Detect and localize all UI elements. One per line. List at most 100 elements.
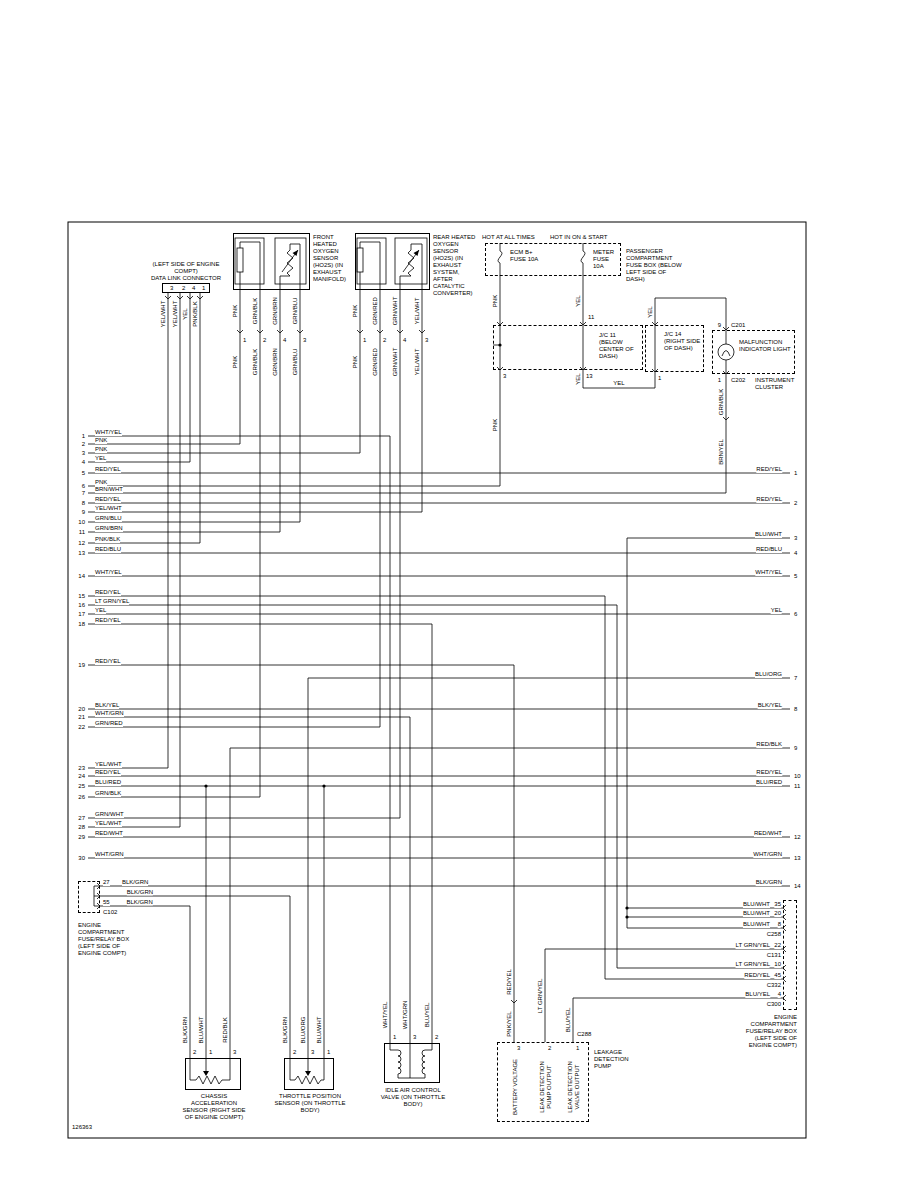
leak-pump: BATTERY VOLTAGELEAK DETECTION PUMP OUTPU… xyxy=(497,1042,589,1122)
wire-connector xyxy=(583,370,655,388)
pin-number: 4 xyxy=(794,550,797,557)
wire-color: RED/YEL xyxy=(744,972,770,979)
pin-number: 1 xyxy=(718,377,721,384)
component-label: CHASSIS ACCELERATION SENSOR (RIGHT SIDE … xyxy=(178,1093,250,1121)
extra-wires xyxy=(100,538,790,1058)
wire-color: GRN/BLK xyxy=(95,790,121,797)
pin-number: 24 xyxy=(78,773,85,780)
wire-color: WHT/GRN xyxy=(402,1001,409,1030)
wire-color: RED/BLK xyxy=(756,741,782,748)
pin-number: 28 xyxy=(78,824,85,831)
splice-dot xyxy=(322,784,325,787)
pin-number: 5 xyxy=(82,470,85,477)
component-label: IDLE AIR CONTROL VALVE (ON THROTTLE BODY… xyxy=(379,1087,447,1108)
pin-number: 1 xyxy=(243,337,246,344)
wire-color: YEL/WHT xyxy=(95,505,122,512)
pin-number: 17 xyxy=(78,611,85,618)
wiring-group xyxy=(68,222,806,1138)
connector-id: C102 xyxy=(103,909,117,916)
pin-number: 14 xyxy=(794,883,801,890)
wire-color: GRN/BLK xyxy=(718,389,725,415)
diagram-frame xyxy=(68,222,806,1138)
wire-color: PNK xyxy=(95,479,107,486)
wire-connector xyxy=(500,276,501,325)
wire-connector xyxy=(100,896,290,1058)
component-label: THROTTLE POSITION SENSOR (ON THROTTLE BO… xyxy=(273,1093,347,1114)
wire-color: GRN/RED xyxy=(95,720,123,727)
wire-color: PNK xyxy=(232,305,239,317)
wire-color: LT GRN/YEL xyxy=(95,598,129,605)
wire-color: LT GRN/YEL xyxy=(537,978,544,1012)
connector-id: C201 xyxy=(731,322,745,329)
pin-number: 12 xyxy=(78,540,85,547)
wire-color: GRN/BLK xyxy=(252,298,259,324)
pin-number: 35 xyxy=(774,901,781,908)
wire-color: RED/YEL xyxy=(95,658,121,665)
wire-color: BLU/YEL xyxy=(424,1003,431,1028)
pin-number: 2 xyxy=(193,1049,196,1056)
wire-color: PNK xyxy=(352,305,359,317)
pin-number: 12 xyxy=(794,834,801,841)
pin-number: 3 xyxy=(303,337,306,344)
pin-number: 2 xyxy=(182,285,185,292)
wire-color: BLK/GRN xyxy=(282,1017,289,1043)
pin-number: 3 xyxy=(170,285,173,292)
pin-number: 7 xyxy=(794,675,797,682)
wire-color: BLU/WHT xyxy=(743,910,770,917)
connector-id: C288 xyxy=(577,1031,591,1038)
wire-color: BLK/GRN xyxy=(182,1017,189,1043)
wire-color: RED/YEL xyxy=(756,769,782,776)
wire-color: LT GRN/YEL xyxy=(736,942,770,949)
component-label: METER FUSE 10A xyxy=(593,249,619,270)
wire-color: RED/YEL xyxy=(756,496,782,503)
wire-color: PNK xyxy=(352,356,359,368)
pin-number: 15 xyxy=(78,593,85,600)
connector-id: C131 xyxy=(767,952,781,959)
pin-number: 11 xyxy=(588,314,594,321)
component-label: HOT AT ALL TIMES xyxy=(482,234,548,241)
wire-color: BRN/WHT xyxy=(95,486,123,493)
connector-id: C202 xyxy=(731,377,745,384)
wire-color: GRN/RED xyxy=(372,297,379,325)
vertical-wires xyxy=(168,290,783,1043)
wire-color: GRN/WHT xyxy=(95,811,124,818)
connector-id: C258 xyxy=(767,931,781,938)
arrow-head xyxy=(293,250,299,256)
wire-color: BLU/RED xyxy=(95,779,121,786)
splice-dot xyxy=(204,784,207,787)
wire-color: BLU/ORG xyxy=(300,1016,307,1043)
wire-color: RED/WHT xyxy=(754,830,782,837)
pin-number: 13 xyxy=(78,550,85,557)
pin-number: 2 xyxy=(293,1049,296,1056)
pin-number: 20 xyxy=(78,706,85,713)
acceleration-sensor: CHASSIS ACCELERATION SENSOR (RIGHT SIDE … xyxy=(185,1058,241,1090)
front-sensor-symbol xyxy=(240,242,300,290)
wire-color: BRN/YEL xyxy=(718,439,725,465)
connector-id: C300 xyxy=(767,1001,781,1008)
pin-number: 21 xyxy=(78,714,85,721)
pin-number: 13 xyxy=(586,373,593,380)
pin-number: 45 xyxy=(774,972,781,979)
pin-number: 30 xyxy=(78,855,85,862)
wire-color: RED/YEL xyxy=(95,466,121,473)
wire-color: WHT/YEL xyxy=(382,1002,389,1029)
pin-number: 11 xyxy=(794,783,800,790)
pin-number: 10 xyxy=(78,519,85,526)
wiper-arrow xyxy=(203,1071,209,1076)
wire-color: RED/YEL xyxy=(95,589,121,596)
pin-number: 8 xyxy=(778,921,781,928)
wire-color: PNK xyxy=(95,446,107,453)
splice-dot xyxy=(625,906,628,909)
component-label: INSTRUMENT CLUSTER xyxy=(755,377,799,391)
pin-number: 1 xyxy=(658,375,661,382)
fuse-box: HOT AT ALL TIMESHOT IN ON & STARTECM B+ … xyxy=(485,243,621,276)
wire-color: PNK xyxy=(492,294,499,306)
indicator-bulb xyxy=(718,344,734,360)
pin-number: 27 xyxy=(103,879,110,886)
wire-color: YEL/WHT xyxy=(160,301,167,328)
wire-color: BLU/WHT xyxy=(198,1017,205,1044)
wire-color: LT GRN/YEL xyxy=(736,961,770,968)
pin-number: 3 xyxy=(517,1045,520,1052)
bulb-filament xyxy=(722,330,730,374)
